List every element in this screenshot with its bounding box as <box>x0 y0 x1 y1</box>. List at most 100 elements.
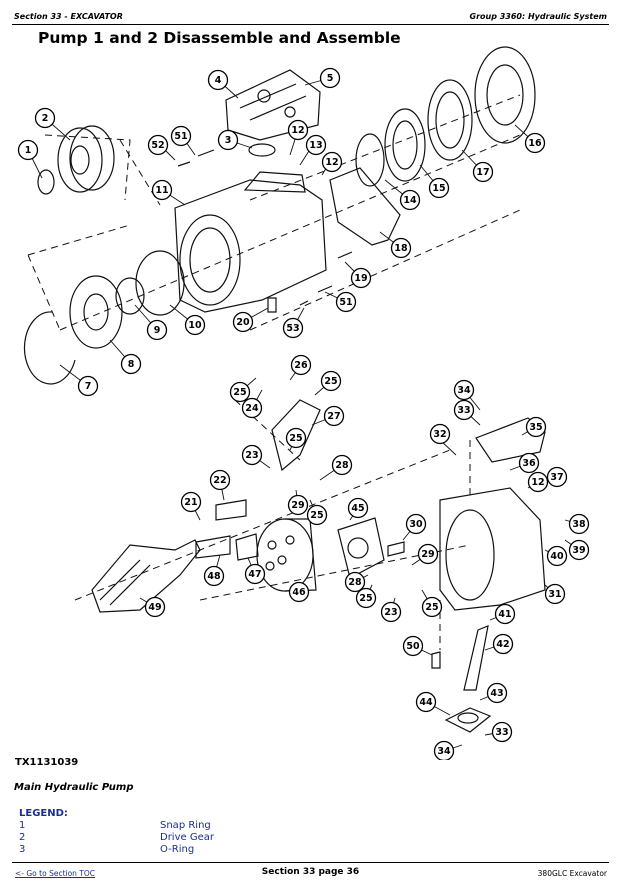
callout-35: 35 <box>525 416 547 438</box>
figure-caption: Main Hydraulic Pump <box>14 782 134 793</box>
callout-52: 52 <box>147 134 169 156</box>
callout-23: 23 <box>241 444 263 466</box>
callout-28: 28 <box>344 571 366 593</box>
callout-51: 51 <box>335 291 357 313</box>
callout-36: 36 <box>518 452 540 474</box>
callout-46: 46 <box>288 581 310 603</box>
svg-text:33: 33 <box>457 405 470 416</box>
svg-text:24: 24 <box>245 403 259 414</box>
svg-text:12: 12 <box>291 125 304 136</box>
svg-text:9: 9 <box>154 325 161 336</box>
callout-29: 29 <box>417 543 439 565</box>
callout-25: 25 <box>421 596 443 618</box>
callout-33: 33 <box>491 721 513 743</box>
svg-text:51: 51 <box>174 131 187 142</box>
callout-47: 47 <box>244 563 266 585</box>
page-title: Pump 1 and 2 Disassemble and Assemble <box>38 29 401 47</box>
svg-text:25: 25 <box>359 593 372 604</box>
svg-text:43: 43 <box>490 688 503 699</box>
callout-8: 8 <box>120 353 142 375</box>
svg-text:20: 20 <box>236 317 250 328</box>
svg-text:50: 50 <box>406 641 420 652</box>
callout-24: 24 <box>241 397 263 419</box>
legend-number: 1 <box>19 820 26 831</box>
svg-text:13: 13 <box>309 140 322 151</box>
svg-text:3: 3 <box>225 135 232 146</box>
svg-text:45: 45 <box>351 503 364 514</box>
go-to-section-toc-link[interactable]: <- Go to Section TOC <box>15 869 96 878</box>
svg-text:23: 23 <box>384 607 397 618</box>
svg-text:25: 25 <box>324 376 337 387</box>
callout-25: 25 <box>306 504 328 526</box>
legend-number: 2 <box>19 832 26 843</box>
group-header: Group 3360: Hydraulic System <box>469 12 607 21</box>
callout-30: 30 <box>405 513 427 535</box>
callout-27: 27 <box>323 405 345 427</box>
svg-text:39: 39 <box>572 545 585 556</box>
svg-text:49: 49 <box>148 602 161 613</box>
callout-45: 45 <box>347 497 369 519</box>
callout-1: 1 <box>17 139 39 161</box>
callout-19: 19 <box>350 267 372 289</box>
svg-text:15: 15 <box>432 183 445 194</box>
svg-text:18: 18 <box>394 243 408 254</box>
svg-text:34: 34 <box>457 385 471 396</box>
callout-43: 43 <box>486 682 508 704</box>
callout-29: 29 <box>287 494 309 516</box>
callout-51: 51 <box>170 125 192 147</box>
callout-20: 20 <box>232 311 254 333</box>
callout-16: 16 <box>524 132 546 154</box>
callout-50: 50 <box>402 635 424 657</box>
svg-text:25: 25 <box>233 387 246 398</box>
pump-parts-lower <box>91 399 546 733</box>
svg-text:36: 36 <box>522 458 536 469</box>
callout-23: 23 <box>380 601 402 623</box>
legend-part-name: Drive Gear <box>160 832 214 843</box>
svg-text:32: 32 <box>433 429 446 440</box>
callout-2: 2 <box>34 107 56 129</box>
callout-11: 11 <box>151 179 173 201</box>
callout-21: 21 <box>180 491 202 513</box>
figure-id: TX1131039 <box>15 757 79 768</box>
callout-17: 17 <box>472 161 494 183</box>
svg-text:2: 2 <box>42 113 49 124</box>
svg-text:11: 11 <box>155 185 168 196</box>
callout-3: 3 <box>217 129 239 151</box>
svg-text:40: 40 <box>550 551 564 562</box>
callout-32: 32 <box>429 423 451 445</box>
svg-text:17: 17 <box>476 167 489 178</box>
svg-text:42: 42 <box>496 639 509 650</box>
callout-18: 18 <box>390 237 412 259</box>
svg-text:34: 34 <box>437 746 451 757</box>
svg-text:25: 25 <box>310 510 323 521</box>
callout-38: 38 <box>568 513 590 535</box>
callout-9: 9 <box>146 319 168 341</box>
callout-25: 25 <box>355 587 377 609</box>
callout-48: 48 <box>203 565 225 587</box>
svg-text:27: 27 <box>327 411 340 422</box>
legend-number: 3 <box>19 844 26 855</box>
callout-12: 12 <box>527 471 549 493</box>
callout-25: 25 <box>229 381 251 403</box>
svg-text:19: 19 <box>354 273 367 284</box>
svg-text:7: 7 <box>85 381 92 392</box>
callout-49: 49 <box>144 596 166 618</box>
svg-text:26: 26 <box>294 360 308 371</box>
callout-34: 34 <box>433 740 455 760</box>
callout-13: 13 <box>305 134 327 156</box>
svg-text:37: 37 <box>550 472 563 483</box>
callout-12: 12 <box>321 151 343 173</box>
callout-31: 31 <box>544 583 566 605</box>
svg-text:52: 52 <box>151 140 164 151</box>
callout-5: 5 <box>319 67 341 89</box>
svg-text:47: 47 <box>248 569 261 580</box>
callout-34: 34 <box>453 379 475 401</box>
svg-text:12: 12 <box>325 157 338 168</box>
model-name: 380GLC Excavator <box>537 869 607 878</box>
svg-text:31: 31 <box>548 589 561 600</box>
svg-text:28: 28 <box>335 460 349 471</box>
callout-12: 12 <box>287 119 309 141</box>
callout-37: 37 <box>546 466 568 488</box>
